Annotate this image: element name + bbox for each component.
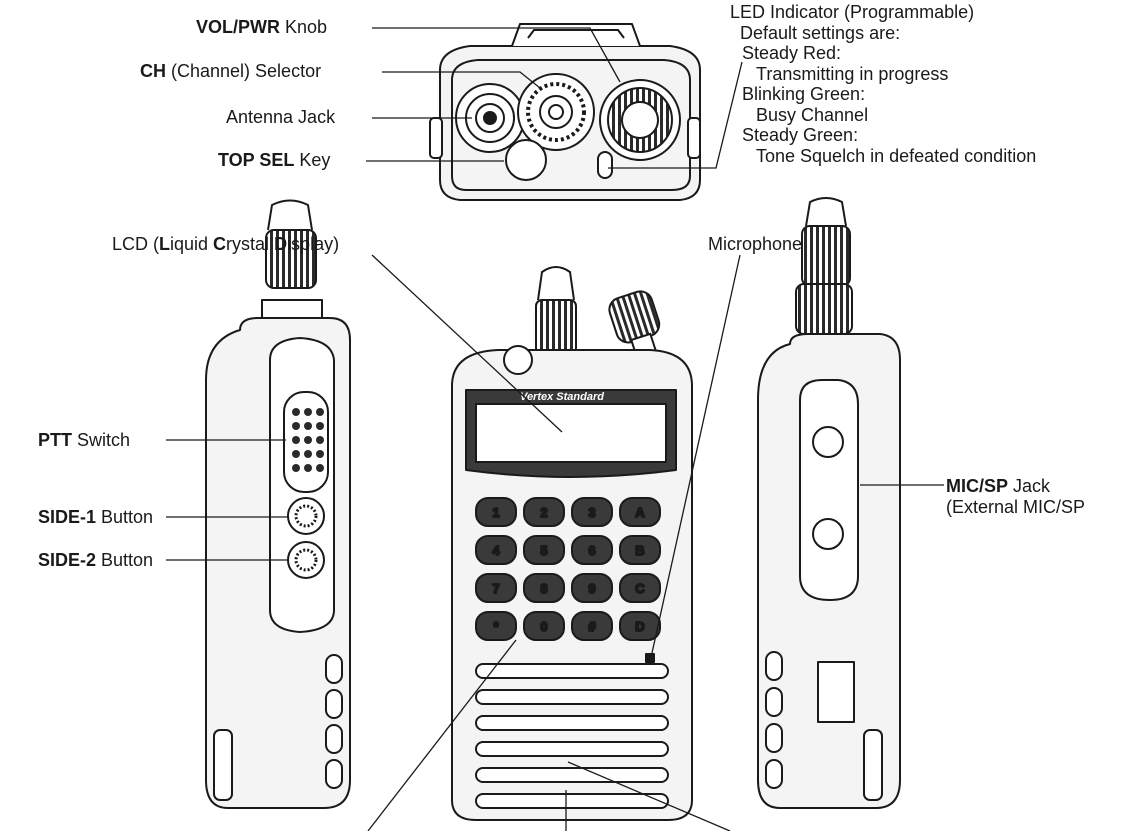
keypad-key-label: A [635,505,645,520]
keypad-key-label: 1 [492,505,499,520]
led-default-text: Default settings are: [730,23,1036,44]
mic-sp-jack-cover [800,380,858,600]
keypad-key: D [620,612,660,640]
brand-text: Vertex Standard [520,391,604,403]
lcd-text-1: LCD ( [112,234,159,254]
keypad-key: 2 [524,498,564,526]
microphone-rest: Microphone [708,234,802,254]
keypad-key: A [620,498,660,526]
ch-selector-top [518,74,594,150]
led-title: LED Indicator (Programmable) [730,2,1036,23]
led-indicator-legend: LED Indicator (Programmable) Default set… [730,2,1036,166]
keypad-key: 0 [524,612,564,640]
ptt-switch-label: PTT Switch [38,430,130,450]
keypad-key: 1 [476,498,516,526]
side-1-button [288,498,324,534]
led-meaning-2: Busy Channel [730,105,1036,126]
keypad-key: * [476,612,516,640]
keypad-key: B [620,536,660,564]
keypad-key-label: C [635,581,645,596]
keypad-key-label: 9 [588,581,595,596]
side2-bold: SIDE-2 [38,550,96,570]
ch-bold: CH [140,61,166,81]
keypad-key: 3 [572,498,612,526]
side1-rest: Button [96,507,153,527]
lcd-text-3: rystal [226,234,274,254]
keypad-key: 4 [476,536,516,564]
antenna-jack-label: Antenna Jack [226,107,335,127]
side-1-button-label: SIDE-1 Button [38,507,153,527]
ptt-bold: PTT [38,430,72,450]
top-sel-key [506,140,546,180]
keypad-key: 9 [572,574,612,602]
keypad-key-label: 6 [588,543,595,558]
ptt-rest: Switch [72,430,130,450]
led-meaning-3: Tone Squelch in defeated condition [730,146,1036,167]
led-meaning-1: Transmitting in progress [730,64,1036,85]
led-state-1: Steady Red: [730,43,1036,64]
vol-pwr-rest: Knob [280,17,327,37]
keypad-key-label: D [635,619,644,634]
top-sel-key-label: TOP SEL Key [218,150,330,170]
keypad-key-label: 3 [588,505,595,520]
side1-bold: SIDE-1 [38,507,96,527]
side-2-button-label: SIDE-2 Button [38,550,153,570]
ch-rest: (Channel) Selector [166,61,321,81]
keypad-key: 7 [476,574,516,602]
front-view: Vertex Standard 1 2 3 A 4 5 6 B 7 8 9 C * 0 # D [452,267,692,820]
lcd-bold-3: D [274,234,287,254]
led-state-3: Steady Green: [730,125,1036,146]
mic-sp-line2: (External MIC/SP [946,497,1085,518]
keypad-key: C [620,574,660,602]
lcd-bold-1: L [159,234,170,254]
top-sel-rest: Key [294,150,330,170]
lcd-text-2: iquid [170,234,213,254]
vol-pwr-knob-label: VOL/PWR Knob [196,17,327,37]
keypad-key-label: B [635,543,644,558]
vol-knob-top [600,80,680,160]
mic-sp-rest: Jack [1008,476,1050,496]
led-state-2: Blinking Green: [730,84,1036,105]
ch-selector-label: CH (Channel) Selector [140,61,321,81]
keypad-key: 6 [572,536,612,564]
left-side-view [206,201,350,809]
keypad-key-label: # [588,619,596,634]
ptt-switch [284,392,328,492]
lcd-label: LCD (Liquid Crystal Display) [112,234,339,254]
keypad-key-label: 0 [540,619,547,634]
keypad-key-label: 4 [492,543,500,558]
top-view [430,24,700,200]
keypad-key: 5 [524,536,564,564]
lcd-screen [476,404,666,462]
keypad-key-label: 5 [540,543,547,558]
mic-sp-bold: MIC/SP [946,476,1008,496]
lcd-text-4: isplay) [287,234,339,254]
side2-rest: Button [96,550,153,570]
keypad-key-label: 8 [540,581,547,596]
keypad-key: # [572,612,612,640]
side-2-button [288,542,324,578]
keypad-key-label: 7 [492,581,499,596]
top-sel-bold: TOP SEL [218,150,294,170]
keypad-key: 8 [524,574,564,602]
microphone-label: Microphone [708,234,802,254]
led-indicator [598,152,612,178]
mic-sp-jack-label: MIC/SP Jack (External MIC/SP [946,476,1085,518]
vol-pwr-bold: VOL/PWR [196,17,280,37]
lcd-bold-2: C [213,234,226,254]
keypad-key-label: 2 [540,505,547,520]
right-side-view [758,198,900,808]
antenna-rest: Antenna Jack [226,107,335,127]
